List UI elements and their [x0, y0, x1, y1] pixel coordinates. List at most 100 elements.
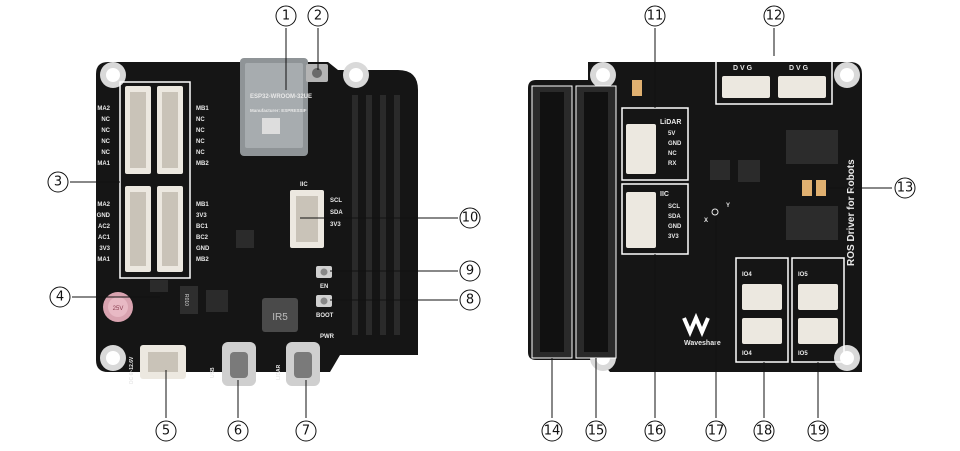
- iic-back-pin: GND: [668, 224, 682, 230]
- callout-8: 8: [459, 289, 481, 311]
- imu-x-label: X: [704, 218, 708, 224]
- motor-right-label: NC: [196, 117, 205, 123]
- dc-power-connector[interactable]: [140, 345, 186, 379]
- motor-left-label: NC: [101, 117, 110, 123]
- io4-port[interactable]: [742, 284, 782, 310]
- svg-text:15: 15: [588, 424, 605, 439]
- esp32-module: ESP32-WROOM-32UE Manufacturer: ESPRESSIF: [240, 58, 312, 156]
- svg-text:18: 18: [756, 424, 773, 439]
- gpio-header: [352, 95, 400, 335]
- iic-port-back[interactable]: [626, 192, 656, 248]
- inductor: IR5: [262, 298, 298, 332]
- iic-pin-label: 3V3: [330, 222, 341, 228]
- lidar-usb-c-port[interactable]: [286, 342, 320, 386]
- io-label: IO5: [798, 272, 808, 278]
- antenna-connector[interactable]: [306, 64, 328, 82]
- iic-connector-front[interactable]: [290, 190, 324, 248]
- svg-text:16: 16: [647, 424, 664, 439]
- svg-text:1: 1: [282, 9, 290, 24]
- boot-button[interactable]: [316, 295, 332, 307]
- usb-c-port[interactable]: [222, 342, 256, 386]
- callout-markers: 1 2 3 4 5 6 7 8 9 10 11 12 13 14 15 16 1…: [47, 5, 916, 442]
- servo-port[interactable]: [778, 76, 826, 98]
- encoder-left-label: MA1: [97, 257, 110, 263]
- motor-left-label: NC: [101, 128, 110, 134]
- lidar-pin-label: RX: [668, 161, 676, 167]
- callout-16: 16: [644, 420, 666, 442]
- shunt-resistor: R010: [180, 286, 198, 314]
- callout-6: 6: [227, 420, 249, 442]
- svg-text:25V: 25V: [113, 306, 124, 312]
- gpio-female-header-right[interactable]: [575, 85, 617, 359]
- callout-7: 7: [295, 420, 317, 442]
- mounting-hole: [343, 62, 369, 88]
- servo-pin-label: D V G: [789, 65, 809, 72]
- callout-15: 15: [585, 420, 607, 442]
- mounting-hole: [834, 345, 860, 371]
- svg-text:12: 12: [766, 9, 783, 24]
- motor-left-label: NC: [101, 139, 110, 145]
- encoder-right-label: MB2: [196, 257, 209, 263]
- encoder-right-label: BC2: [196, 235, 209, 241]
- svg-text:3: 3: [54, 175, 62, 190]
- leader-lines: [70, 28, 892, 418]
- encoder-left-label: GND: [97, 213, 111, 219]
- boot-label: BOOT: [316, 313, 334, 319]
- motor-driver-chip: [786, 130, 838, 164]
- iic-back-pin: SCL: [668, 204, 680, 210]
- iic-title-front: IIC: [300, 182, 308, 188]
- pwr-label: PWR: [320, 334, 335, 340]
- svg-text:IR5: IR5: [272, 312, 288, 323]
- iic-back-pin: 3V3: [668, 234, 679, 240]
- gpio-female-header-left[interactable]: [531, 85, 573, 359]
- en-button[interactable]: [316, 266, 332, 278]
- mounting-hole: [590, 62, 616, 88]
- motor-connector-group: [119, 81, 191, 279]
- callout-1: 1: [275, 5, 297, 27]
- io5-port[interactable]: [798, 318, 838, 344]
- svg-text:10: 10: [462, 211, 479, 226]
- servo-port[interactable]: [722, 76, 770, 98]
- encoder-right-label: 3V3: [196, 213, 207, 219]
- motor-driver-chip: [786, 206, 838, 240]
- svg-text:7: 7: [302, 424, 310, 439]
- motor-right-label: MB1: [196, 106, 209, 112]
- servo-pin-label: D V G: [733, 65, 753, 72]
- io5-port[interactable]: [798, 284, 838, 310]
- iic-title-back: IIC: [660, 191, 669, 198]
- io4-port[interactable]: [742, 318, 782, 344]
- motor-left-label: MA1: [97, 161, 110, 167]
- callout-14: 14: [541, 420, 563, 442]
- lidar-port[interactable]: [626, 124, 656, 174]
- lidar-pin-label: NC: [668, 151, 677, 157]
- imu-y-label: Y: [726, 203, 730, 209]
- module-label: ESP32-WROOM-32UE: [250, 94, 312, 100]
- callout-11: 11: [644, 5, 666, 27]
- callout-19: 19: [807, 420, 829, 442]
- io-label: IO4: [742, 351, 752, 357]
- motor-left-label: NC: [101, 150, 110, 156]
- iic-back-pin: SDA: [668, 214, 681, 220]
- svg-text:13: 13: [897, 181, 914, 196]
- encoder-right-label: GND: [196, 246, 210, 252]
- svg-text:14: 14: [544, 424, 561, 439]
- encoder-left-label: AC1: [98, 235, 111, 241]
- module-small-label: Manufacturer: ESPRESSIF: [250, 108, 307, 113]
- lidar-title: LiDAR: [660, 119, 681, 126]
- svg-text:8: 8: [466, 293, 474, 308]
- svg-text:R010: R010: [183, 294, 189, 306]
- encoder-left-label: AC2: [98, 224, 111, 230]
- callout-17: 17: [705, 420, 727, 442]
- svg-text:9: 9: [466, 264, 474, 279]
- svg-text:2: 2: [314, 9, 322, 24]
- callout-3: 3: [47, 171, 69, 193]
- io-label: IO5: [798, 351, 808, 357]
- svg-text:6: 6: [234, 424, 242, 439]
- io-connector-group: [735, 257, 845, 363]
- io-label: IO4: [742, 272, 752, 278]
- callout-2: 2: [307, 5, 329, 27]
- front-board: ESP32-WROOM-32UE Manufacturer: ESPRESSIF…: [96, 58, 418, 386]
- encoder-left-label: 3V3: [99, 246, 110, 252]
- waveshare-logo: [682, 312, 710, 338]
